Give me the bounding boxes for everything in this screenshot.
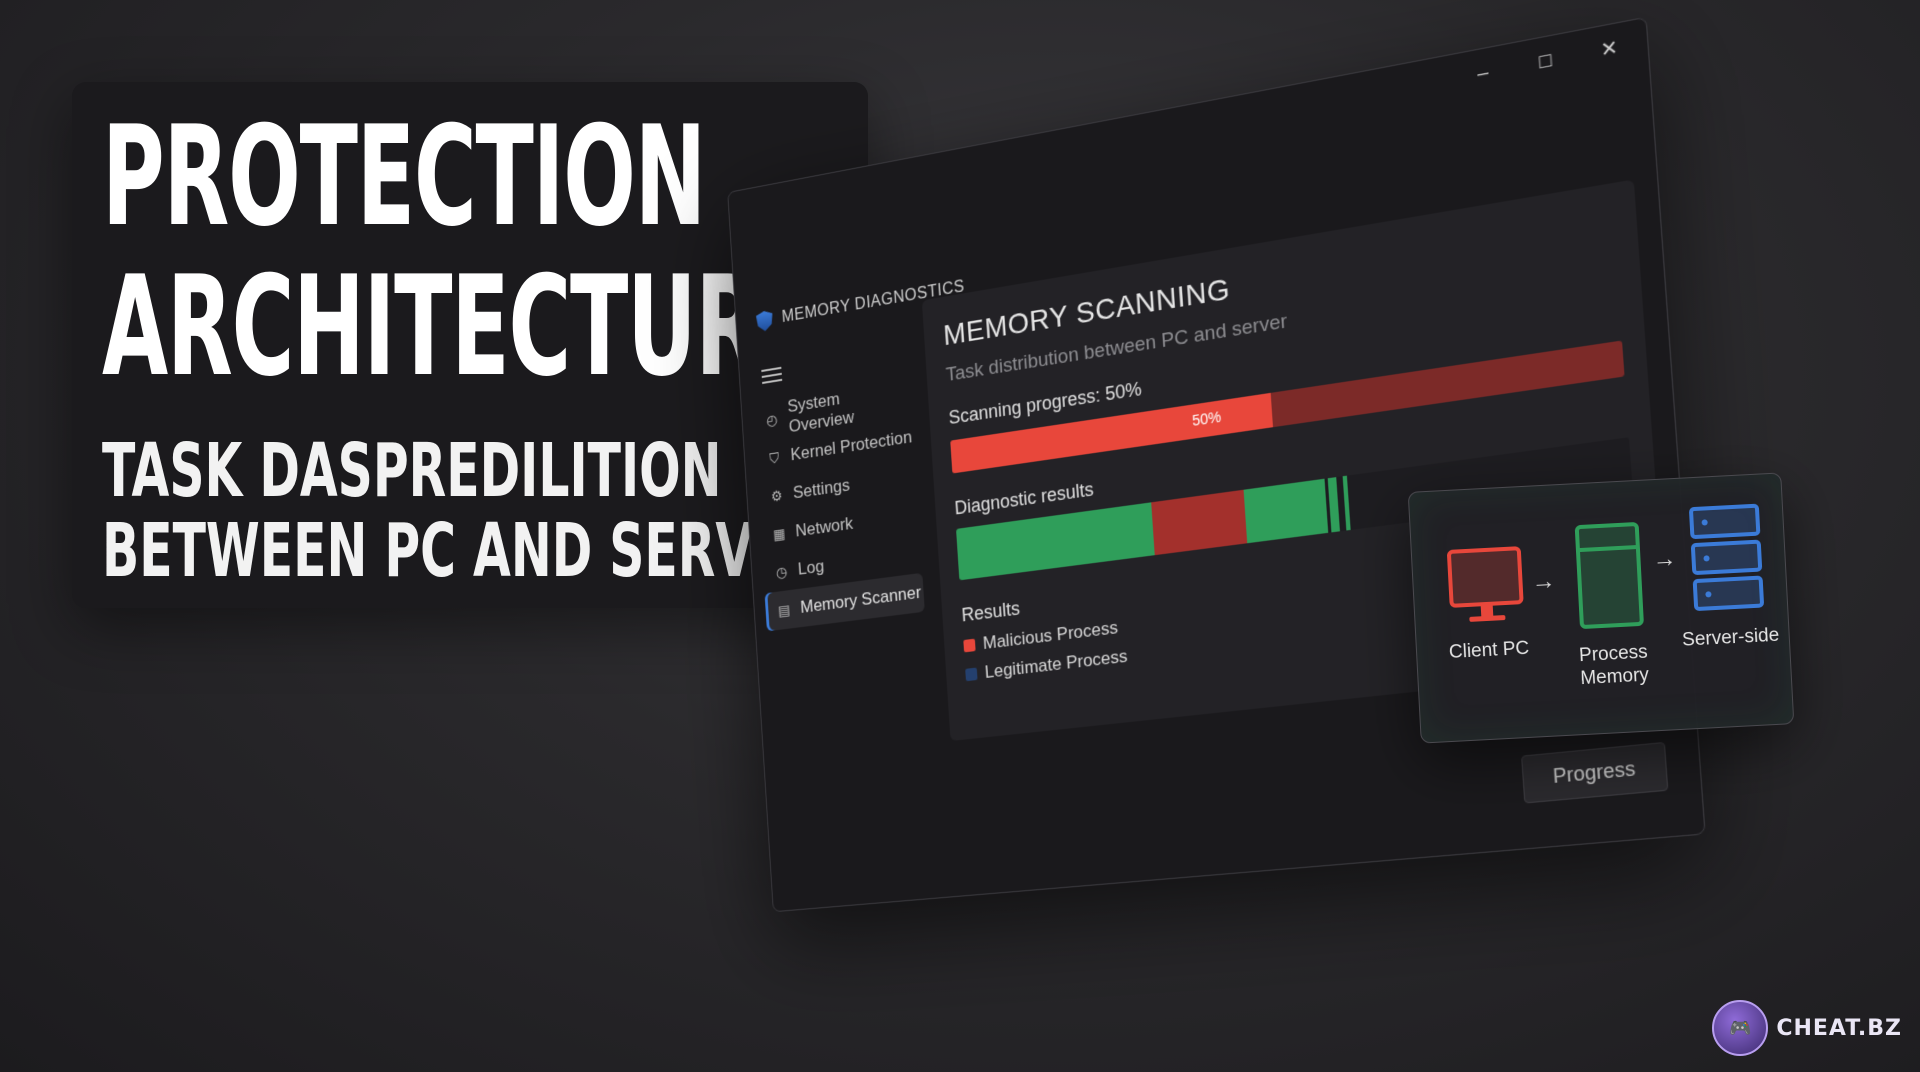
- title-card: PROTECTION ARCHITECTURE TASK DASPREDILIT…: [72, 82, 868, 608]
- maximize-button[interactable]: □: [1538, 48, 1553, 73]
- minimize-button[interactable]: –: [1476, 60, 1490, 85]
- app-window: – □ ✕ MEMORY DIAGNOSTICS ◴ System Overvi…: [727, 16, 1706, 913]
- app-shield-icon: [756, 310, 774, 333]
- results-legend: Malicious Process Legitimate Process: [963, 616, 1129, 693]
- flow-node-process-memory: Process Memory: [1557, 518, 1666, 692]
- clock-icon: ◷: [775, 563, 788, 581]
- sidebar-item-label: Settings: [792, 475, 851, 503]
- window-controls: – □ ✕: [1467, 31, 1625, 89]
- diagnostic-segment: [1243, 478, 1329, 544]
- flow-node-server-side: Server-side: [1672, 500, 1784, 653]
- subheadline-line-1: TASK DASPREDILITION: [102, 428, 722, 514]
- flow-diagram-card: Client PC → Process Memory → Server-side: [1407, 472, 1795, 744]
- subheadline-line-2: BETWEEN PC AND SERVER: [102, 508, 825, 594]
- sidebar: ◴ System Overview ⛉ Kernel Protection ⚙ …: [752, 379, 925, 632]
- brand: 🎮 CHEAT.BZ: [1712, 1000, 1902, 1056]
- monitor-icon: [1447, 546, 1524, 622]
- sidebar-item-label: Network: [794, 513, 854, 541]
- headline-line-2: ARCHITECTURE: [102, 246, 818, 407]
- shield-icon: ⛉: [768, 449, 780, 467]
- results-label: Results: [961, 597, 1021, 626]
- gear-icon: ⚙: [770, 486, 783, 505]
- sidebar-item-label: Log: [797, 556, 825, 579]
- sidebar-item-label: Memory Scanner: [799, 582, 922, 617]
- flow-node-label: Server-side: [1681, 624, 1780, 651]
- gauge-icon: ◴: [765, 410, 778, 429]
- memory-icon: [1574, 522, 1644, 629]
- server-icon: [1689, 503, 1764, 611]
- diagnostic-segment: [1151, 489, 1248, 556]
- legend-swatch: [963, 638, 976, 653]
- close-button[interactable]: ✕: [1599, 35, 1619, 62]
- headline-line-1: PROTECTION: [102, 96, 706, 257]
- gamepad-logo-icon: 🎮: [1712, 1000, 1769, 1056]
- flow-node-label: Client PC: [1448, 637, 1530, 664]
- flow-node-client-pc: Client PC: [1434, 542, 1540, 665]
- brand-name: CHEAT.BZ: [1776, 1015, 1902, 1041]
- flow-arrow-icon: →: [1530, 567, 1557, 596]
- network-icon: ▦: [772, 525, 786, 543]
- menu-icon[interactable]: [761, 363, 783, 388]
- flow-node-label: Process Memory: [1578, 641, 1650, 689]
- progress-button[interactable]: Progress: [1520, 741, 1669, 804]
- scanner-icon: ▤: [777, 601, 791, 619]
- legend-swatch: [965, 667, 978, 682]
